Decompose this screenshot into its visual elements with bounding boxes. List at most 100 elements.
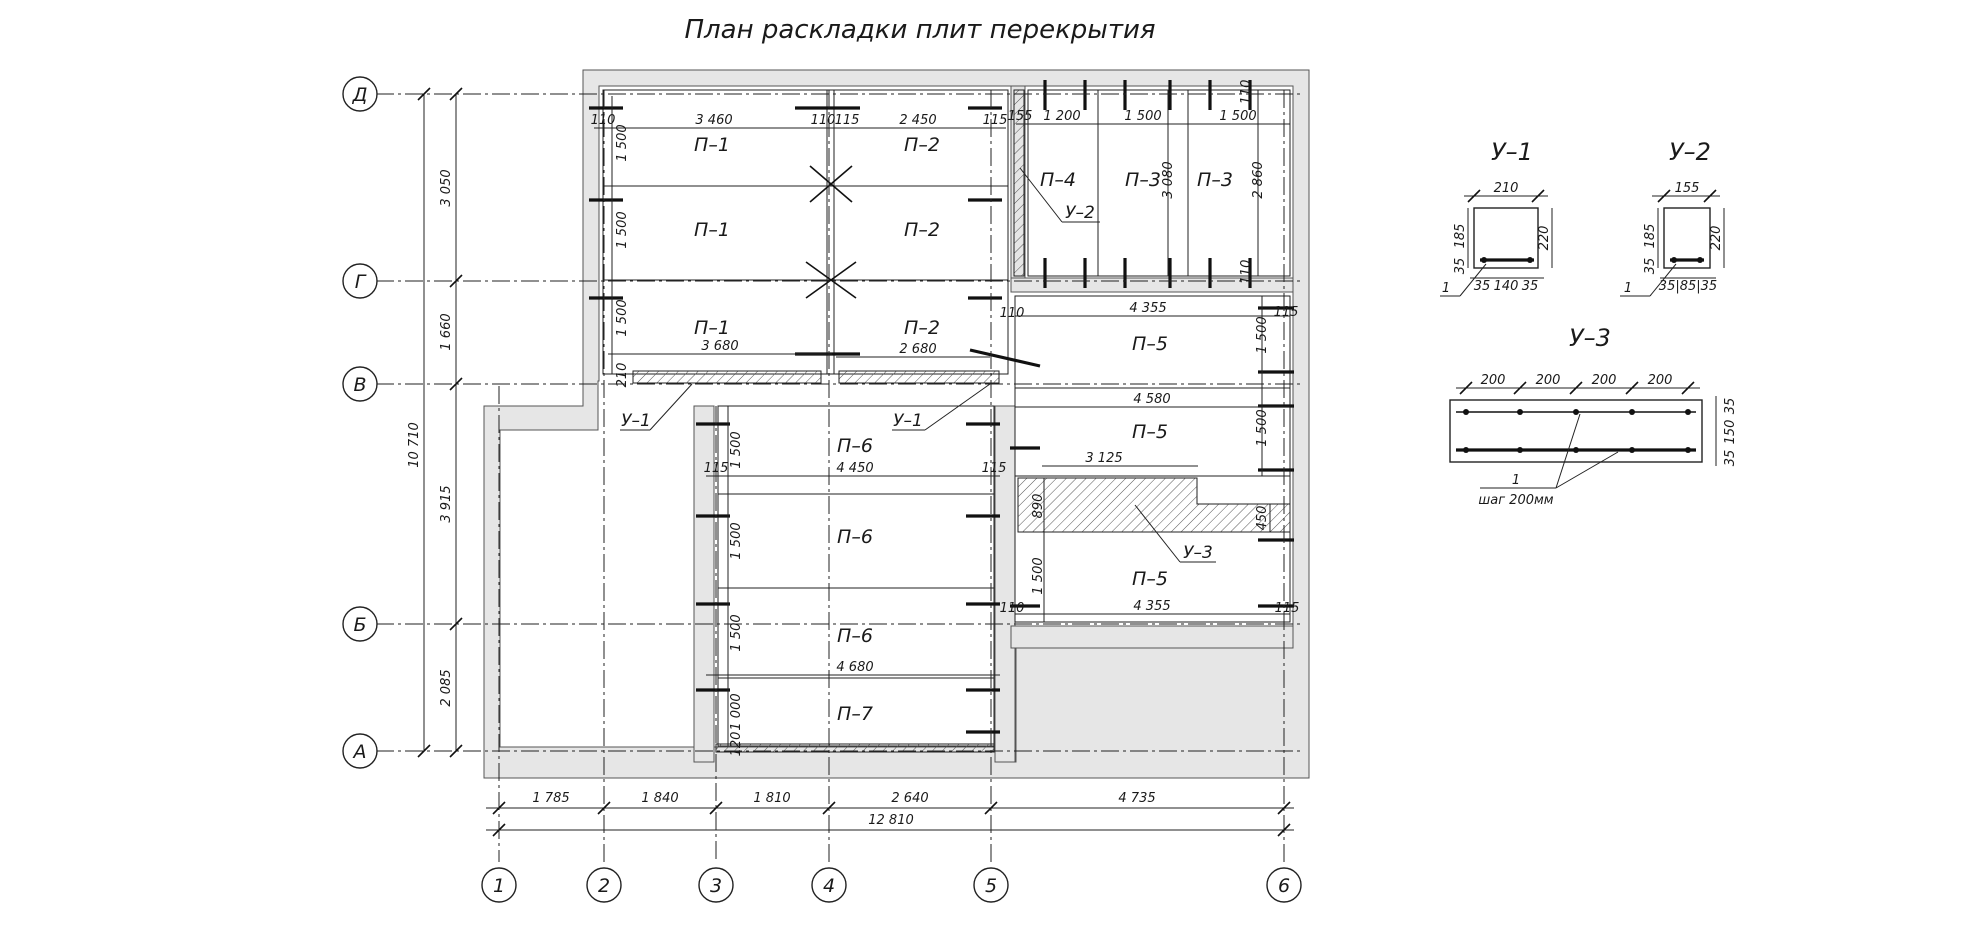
svg-text:220: 220 (1709, 226, 1724, 251)
svg-text:1 660: 1 660 (439, 313, 454, 350)
svg-text:4 450: 4 450 (836, 461, 873, 476)
inner-walls (693, 85, 1294, 763)
svg-text:3 460: 3 460 (695, 113, 732, 128)
svg-text:115: 115 (983, 113, 1008, 128)
svg-text:1 000: 1 000 (729, 693, 744, 730)
svg-text:1 500: 1 500 (729, 522, 744, 559)
svg-text:4 355: 4 355 (1133, 599, 1170, 614)
svg-text:12 810: 12 810 (868, 813, 914, 828)
row-marker-d: Д (342, 76, 378, 112)
node-u1-detail: У–1 210 185 220 35 35 140 35 1 (1440, 138, 1553, 297)
svg-text:115: 115 (1274, 305, 1299, 320)
slab-label: П–6 (837, 526, 873, 548)
svg-text:115: 115 (704, 461, 729, 476)
slab-label: П–2 (904, 317, 940, 339)
svg-text:А: А (352, 741, 367, 763)
svg-text:1 500: 1 500 (1255, 316, 1270, 353)
svg-text:У–1: У–1 (1491, 138, 1533, 166)
svg-text:110: 110 (591, 113, 616, 128)
svg-text:35: 35 (1643, 258, 1658, 275)
svg-text:3 125: 3 125 (1085, 451, 1122, 466)
svg-text:155: 155 (1675, 181, 1700, 196)
svg-text:4 355: 4 355 (1129, 301, 1166, 316)
slab-fields (602, 89, 1291, 747)
svg-text:220: 220 (1537, 226, 1552, 251)
row-markers: Д Г В Б А (342, 76, 378, 769)
slab-cross-marks (805, 165, 857, 299)
svg-text:3: 3 (710, 875, 722, 897)
slab-label: П–6 (837, 435, 873, 457)
col-marker-5: 5 (973, 867, 1009, 903)
leader-u3: У–3 (1183, 543, 1213, 563)
svg-text:110: 110 (1239, 80, 1254, 105)
svg-text:1: 1 (1512, 473, 1520, 488)
svg-text:1 200: 1 200 (1043, 109, 1080, 124)
svg-text:110: 110 (811, 113, 836, 128)
slab-label: П–4 (1040, 169, 1076, 191)
svg-text:5: 5 (985, 875, 997, 897)
slab-label: П–6 (837, 625, 873, 647)
leader-u2: У–2 (1065, 203, 1095, 223)
svg-text:2 085: 2 085 (439, 669, 454, 706)
col-marker-1: 1 (481, 867, 517, 903)
svg-text:В: В (353, 374, 366, 396)
svg-text:1 785: 1 785 (532, 791, 569, 806)
svg-text:185: 185 (1453, 224, 1468, 249)
svg-text:115: 115 (835, 113, 860, 128)
svg-text:4: 4 (823, 875, 835, 897)
col-marker-6: 6 (1266, 867, 1302, 903)
svg-text:2 860: 2 860 (1251, 161, 1266, 198)
svg-text:200: 200 (1536, 373, 1561, 388)
svg-text:35: 35 (1723, 450, 1738, 467)
svg-text:4 735: 4 735 (1118, 791, 1155, 806)
svg-text:35: 35 (1474, 279, 1491, 294)
svg-text:110: 110 (1239, 260, 1254, 285)
svg-text:185: 185 (1643, 224, 1658, 249)
col-marker-3: 3 (698, 867, 734, 903)
slab-label: П–1 (694, 134, 730, 156)
col-marker-4: 4 (811, 867, 847, 903)
monolithic-sections (632, 89, 1291, 753)
svg-text:200: 200 (1481, 373, 1506, 388)
svg-text:2 450: 2 450 (899, 113, 936, 128)
svg-text:35: 35 (1723, 398, 1738, 415)
svg-text:35: 35 (1522, 279, 1539, 294)
svg-text:Д: Д (352, 84, 368, 106)
left-dimension-chain: 10 710 3 050 1 660 3 915 2 085 (407, 87, 463, 758)
row-marker-a: А (342, 733, 378, 769)
svg-text:1: 1 (1442, 281, 1450, 296)
slab-label: П–3 (1197, 169, 1233, 191)
node-u3-detail: У–3 200 200 200 200 35 150 35 1 шаг 200м… (1449, 324, 1738, 508)
node-u2-detail: У–2 155 185 220 35 35|85|35 1 (1620, 138, 1725, 297)
leader-u1-right: У–1 (893, 411, 923, 431)
svg-text:210: 210 (615, 363, 630, 388)
anchor-bars (589, 80, 1294, 734)
svg-text:3 080: 3 080 (1161, 161, 1176, 198)
svg-text:450: 450 (1255, 506, 1270, 531)
svg-text:Г: Г (355, 271, 367, 293)
svg-text:150: 150 (1723, 420, 1738, 445)
svg-text:4 680: 4 680 (836, 660, 873, 675)
slab-label: П–1 (694, 219, 730, 241)
svg-text:3 680: 3 680 (701, 339, 738, 354)
slab-label: П–2 (904, 134, 940, 156)
slab-label: П–1 (694, 317, 730, 339)
svg-text:1 500: 1 500 (1031, 557, 1046, 594)
svg-text:35|85|35: 35|85|35 (1659, 279, 1717, 294)
svg-text:210: 210 (1494, 181, 1519, 196)
svg-text:140: 140 (1494, 279, 1519, 294)
svg-text:1 500: 1 500 (1255, 409, 1270, 446)
svg-text:1 840: 1 840 (641, 791, 678, 806)
svg-text:3 915: 3 915 (439, 485, 454, 522)
slab-label: П–5 (1132, 421, 1168, 443)
svg-text:2: 2 (598, 875, 610, 897)
interior-dimension-labels: 110 3 460 110 115 2 450 115 155 1 200 1 … (591, 80, 1300, 757)
svg-text:115: 115 (982, 461, 1007, 476)
svg-text:1: 1 (1624, 281, 1632, 296)
svg-text:200: 200 (1648, 373, 1673, 388)
svg-text:1 500: 1 500 (729, 614, 744, 651)
interior-dimension-lines (594, 90, 1290, 746)
svg-text:4 580: 4 580 (1133, 392, 1170, 407)
svg-text:1 500: 1 500 (1219, 109, 1256, 124)
